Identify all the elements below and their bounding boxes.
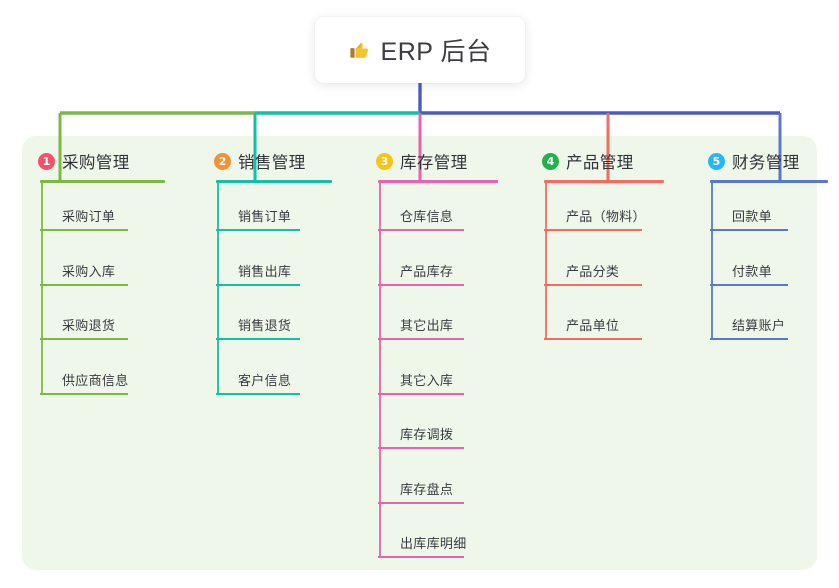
leaf-item-underline (216, 338, 300, 340)
leaf-item-label: 库存盘点 (400, 481, 454, 497)
leaf-item-label: 销售退货 (238, 318, 292, 333)
column-title-4: 产品管理 (566, 154, 634, 172)
column-header-3[interactable]: 3 库存管理 (358, 146, 468, 176)
leaf-item[interactable]: 客户信息 (216, 365, 300, 395)
leaf-item-label: 销售出库 (238, 263, 292, 279)
leaf-item[interactable]: 采购入库 (40, 256, 128, 286)
column-badge-4: 4 (542, 152, 559, 170)
column-badge-2: 2 (214, 152, 231, 170)
leaf-item-underline (710, 338, 788, 340)
leaf-item-underline (216, 229, 300, 231)
leaf-item-label: 其它出库 (400, 318, 454, 333)
leaf-item[interactable]: 采购订单 (40, 201, 128, 231)
column-title-1: 采购管理 (62, 154, 130, 172)
leaf-item[interactable]: 回款单 (710, 201, 788, 231)
leaf-item-underline (544, 338, 642, 340)
leaf-item-label: 采购入库 (62, 263, 116, 279)
leaf-item[interactable]: 产品（物料） (544, 201, 646, 231)
leaf-item-underline (710, 283, 788, 286)
leaf-item[interactable]: 其它出库 (378, 310, 464, 340)
leaf-item-underline (378, 447, 464, 449)
leaf-item[interactable]: 产品单位 (544, 310, 642, 340)
column-underline-3 (378, 180, 498, 183)
leaf-item-underline (710, 229, 788, 231)
leaf-item-label: 产品库存 (400, 263, 454, 279)
leaf-item-underline (378, 501, 464, 504)
leaf-item-underline (378, 229, 464, 231)
leaf-item[interactable]: 产品库存 (378, 256, 464, 286)
leaf-item-underline (544, 283, 642, 286)
leaf-item-underline (40, 283, 128, 286)
leaf-item-label: 采购订单 (62, 209, 116, 224)
root-node-label: ERP 后台 (380, 38, 492, 66)
column-underline-2 (216, 180, 332, 183)
column-header-1[interactable]: 1 采购管理 (20, 146, 130, 176)
root-node-erp-backend[interactable]: ERP 后台 (315, 17, 525, 83)
column-badge-1: 1 (38, 152, 55, 170)
leaf-item-label: 采购退货 (62, 318, 116, 333)
leaf-item[interactable]: 出库库明细 (378, 528, 467, 558)
leaf-item-underline (378, 392, 464, 395)
leaf-item-label: 产品（物料） (566, 209, 646, 224)
leaf-item-underline (378, 556, 464, 558)
column-underline-4 (544, 180, 664, 183)
leaf-item-label: 供应商信息 (62, 372, 129, 388)
column-underline-1 (40, 180, 165, 183)
leaf-item-label: 库存调拨 (400, 427, 454, 442)
leaf-item[interactable]: 库存盘点 (378, 474, 464, 504)
column-4: 4 产品管理产品（物料） 产品分类产品单位 (524, 146, 664, 340)
leaf-item-underline (378, 338, 464, 340)
leaf-item[interactable]: 产品分类 (544, 256, 642, 286)
leaf-item[interactable]: 销售退货 (216, 310, 300, 340)
leaf-item-label: 付款单 (732, 263, 772, 279)
leaf-item-label: 回款单 (732, 209, 772, 224)
leaf-item-label: 结算账户 (732, 318, 786, 333)
leaf-item-underline (40, 392, 128, 395)
leaf-item[interactable]: 销售订单 (216, 201, 300, 231)
column-2: 2 销售管理销售订单销售出库销售退货客户信息 (196, 146, 332, 395)
diagram-panel (22, 136, 817, 570)
leaf-item-underline (378, 283, 464, 286)
leaf-item[interactable]: 付款单 (710, 256, 788, 286)
column-underline-5 (710, 180, 828, 183)
leaf-item-underline (40, 338, 128, 340)
leaf-item[interactable]: 采购退货 (40, 310, 128, 340)
leaf-item-underline (544, 229, 642, 231)
leaf-item[interactable]: 仓库信息 (378, 201, 464, 231)
leaf-item[interactable]: 结算账户 (710, 310, 788, 340)
leaf-item[interactable]: 供应商信息 (40, 365, 128, 395)
leaf-item-underline (216, 283, 300, 286)
leaf-item-underline (216, 392, 300, 395)
leaf-item-label: 仓库信息 (400, 209, 454, 224)
column-5: 5 财务管理回款单付款单结算账户 (690, 146, 828, 340)
column-title-3: 库存管理 (400, 154, 468, 172)
column-3: 3 库存管理仓库信息产品库存其它出库其它入库库存调拨库存盘点出库库明细 (358, 146, 498, 558)
leaf-item[interactable]: 其它入库 (378, 365, 464, 395)
column-header-4[interactable]: 4 产品管理 (524, 146, 634, 176)
leaf-item-label: 其它入库 (400, 372, 454, 388)
column-title-2: 销售管理 (238, 154, 306, 172)
column-title-5: 财务管理 (732, 154, 800, 172)
leaf-item-label: 客户信息 (238, 372, 292, 388)
leaf-item-label: 产品分类 (566, 263, 620, 279)
leaf-item-label: 出库库明细 (400, 536, 467, 551)
leaf-item-label: 产品单位 (566, 318, 620, 333)
thumbs-up-icon (349, 39, 371, 61)
column-badge-5: 5 (708, 152, 725, 170)
column-1: 1 采购管理采购订单采购入库采购退货供应商信息 (20, 146, 165, 395)
leaf-item-underline (40, 229, 128, 231)
column-header-2[interactable]: 2 销售管理 (196, 146, 306, 176)
leaf-item-label: 销售订单 (238, 209, 292, 224)
column-badge-3: 3 (376, 152, 393, 170)
leaf-item[interactable]: 销售出库 (216, 256, 300, 286)
leaf-item[interactable]: 库存调拨 (378, 419, 464, 449)
column-header-5[interactable]: 5 财务管理 (690, 146, 800, 176)
